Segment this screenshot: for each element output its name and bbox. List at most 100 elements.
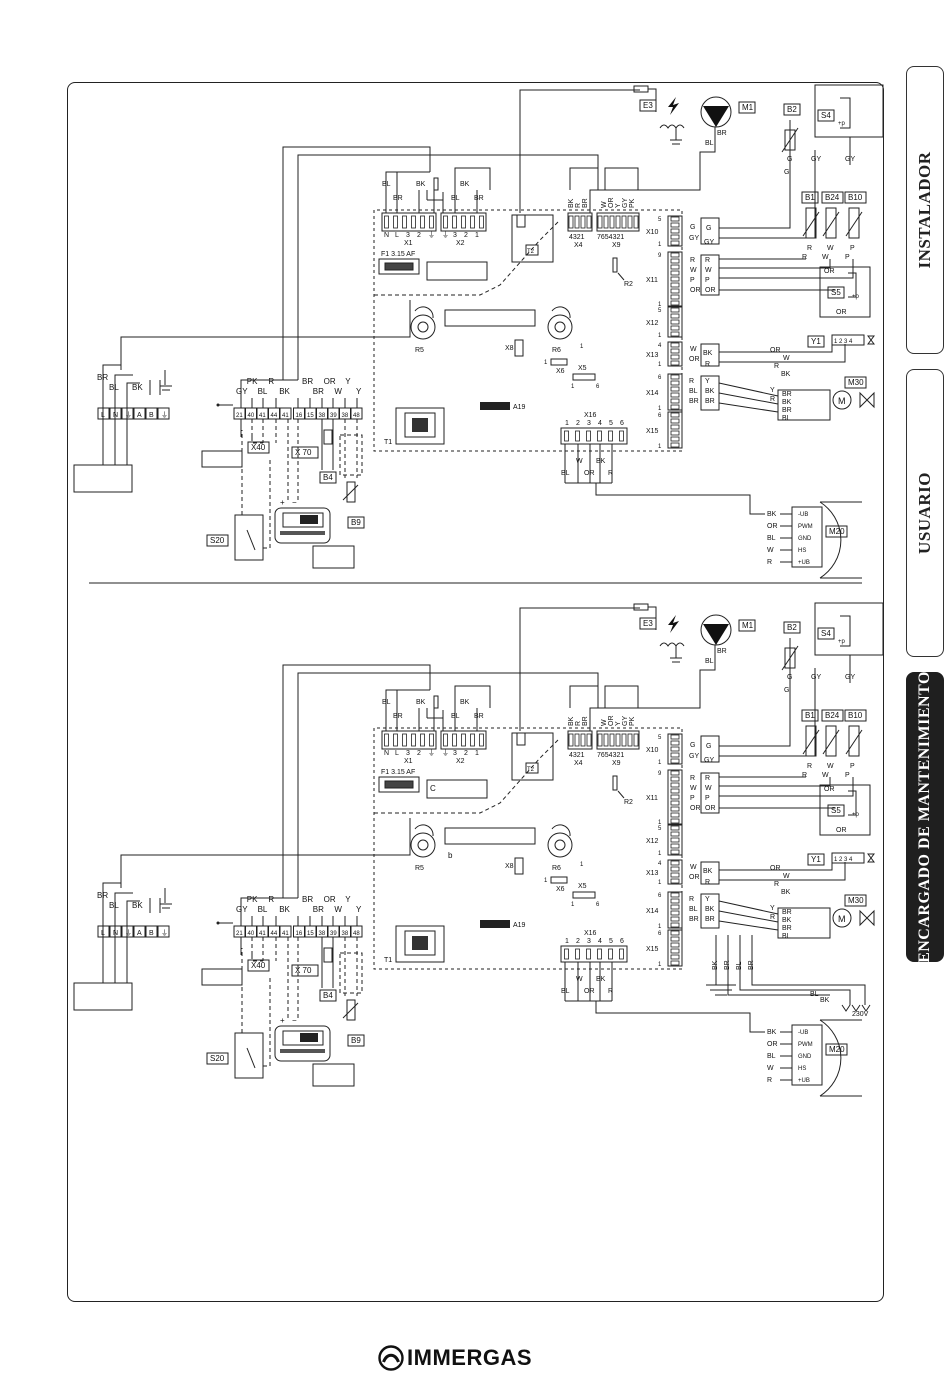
m30-wire-label: Y: [770, 387, 775, 394]
connector-pin: [670, 892, 680, 898]
connector-pin: [670, 354, 680, 360]
wire: [719, 175, 791, 229]
connector-body: [667, 215, 683, 247]
wire: [297, 154, 599, 380]
valve-icon: [867, 335, 875, 345]
connector-x6: [550, 358, 568, 366]
connector-x11-label: X11: [646, 795, 658, 802]
x9-wire-label: Y: [615, 203, 622, 208]
immergas-logo: IMMERGAS: [378, 1342, 532, 1374]
tab-usuario[interactable]: USUARIO: [906, 369, 944, 657]
connector-x4-label: X4: [574, 242, 583, 249]
x11-wire-label: P: [690, 795, 695, 802]
connector-pin: [393, 733, 398, 747]
wire: [102, 337, 122, 395]
x14-wire-label: BK: [705, 906, 715, 913]
terminal-number: 41: [282, 931, 289, 937]
x10-wire-label: G: [690, 742, 695, 749]
x16-pin-label: 5: [609, 938, 613, 945]
component-m1: M1: [742, 621, 754, 630]
component-box: [201, 450, 243, 468]
m30-wire-label: BK: [782, 917, 792, 924]
ignition-electrode: [633, 85, 649, 93]
y1-wire-label: R: [774, 881, 779, 888]
connector-pin: [609, 733, 615, 747]
remote-control-display: [282, 512, 324, 528]
x11-wire-label: W: [705, 267, 712, 274]
connector-x13-label: X13: [646, 352, 659, 359]
sensor-wire-label: R: [807, 245, 812, 252]
connector-x10-label: X10: [646, 747, 659, 754]
fan-pin-label: +UB: [798, 560, 810, 566]
x11-wire-label: R: [705, 257, 710, 264]
component-t1-label: T1: [384, 439, 392, 446]
component-e3-frame: [639, 99, 657, 112]
connector-pin: [670, 910, 680, 916]
x11-wire-label: OR: [690, 805, 701, 812]
component-e3-frame: [639, 617, 657, 630]
x4-wire-label: BK: [568, 198, 575, 208]
connector-x8-label: X8: [505, 863, 514, 870]
connector-body: [667, 251, 683, 307]
fuse-label: F1 3.15 AF: [381, 251, 415, 258]
connector-pin: [615, 733, 621, 747]
connector-pin: [411, 733, 416, 747]
connector-x9-label: X9: [612, 760, 621, 767]
fuse-body: [384, 262, 414, 271]
x1-pin-label: 2: [417, 232, 421, 239]
wire: [781, 127, 799, 153]
pump-m1-triangle: [703, 624, 729, 645]
wire: [739, 975, 851, 1005]
motor-m30-plug: [777, 907, 831, 939]
connector-pin: [670, 307, 680, 313]
connector-pin: [670, 380, 680, 386]
wire: [102, 855, 122, 913]
connector-pin: [670, 282, 680, 288]
component-a19: [480, 402, 510, 410]
connector-pin: [670, 398, 680, 404]
x2-pin-label: 1: [475, 232, 479, 239]
component-b4-frame: [319, 471, 337, 484]
connector-pin: [452, 733, 457, 747]
x13-wire-label: OR: [689, 356, 700, 363]
terminal-wire-label: OR: [324, 377, 336, 386]
terminal-wire-label: OR: [324, 895, 336, 904]
x16-wire-label: R: [608, 988, 613, 995]
sensor-b24: [825, 725, 837, 757]
sensor-b4: [323, 429, 333, 445]
tab-instalador[interactable]: INSTALADOR: [906, 66, 944, 354]
x1-pin-label: ⏚: [428, 749, 435, 757]
x16-pin-label: 1: [565, 420, 569, 427]
component-m30: M30: [848, 378, 864, 387]
terminal-wire-label: Y: [356, 387, 362, 396]
x11-wire-label: P: [690, 277, 695, 284]
valve-icon: [859, 909, 875, 927]
fan-pin-label: HS: [798, 1066, 806, 1072]
component-r2-label: R2: [624, 281, 633, 288]
x1-pin-label: 3: [406, 750, 410, 757]
wire: [604, 167, 639, 190]
x1-pin-label: L: [395, 232, 399, 239]
connector-pin: [670, 872, 680, 878]
fan-pin-label: PWM: [798, 524, 813, 530]
connector-body: [596, 212, 640, 232]
relay-block: [426, 779, 488, 799]
connector-pin: [670, 442, 680, 448]
component-b9-frame: [347, 1034, 365, 1047]
connector-pin: [670, 843, 680, 849]
component-b9-frame: [347, 516, 365, 529]
component-r5-label: R5: [415, 865, 424, 872]
connector-pin: [670, 430, 680, 436]
wire: [385, 689, 430, 708]
sensor-wire-label: P: [845, 254, 850, 261]
wire: [246, 1047, 256, 1069]
x1-wire-label: BK: [416, 699, 426, 706]
pin-number: 1: [658, 362, 662, 368]
power-terminal-label: A: [137, 412, 142, 419]
tab-encargado-mantenimiento[interactable]: ENCARGADO DE MANTENIMIENTO: [906, 671, 944, 963]
component-box: [312, 1063, 355, 1087]
sensor-b2: [784, 647, 796, 669]
component-r5-label: R5: [415, 347, 424, 354]
power-terminal-label: B: [149, 412, 154, 419]
connector-x6-label: X6: [556, 886, 565, 893]
